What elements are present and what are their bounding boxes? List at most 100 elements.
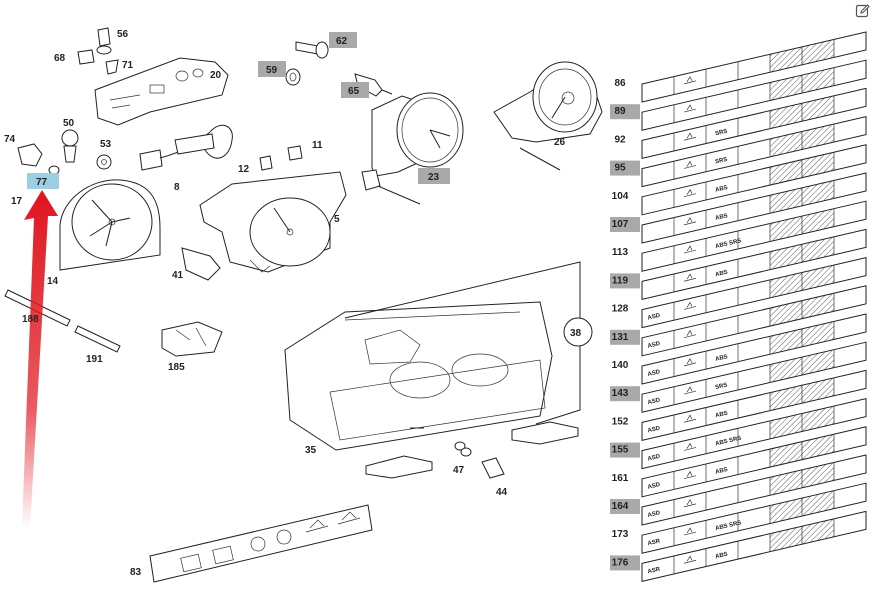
edit-pencil-icon[interactable] <box>855 3 871 19</box>
strip-label: 140 <box>612 360 629 371</box>
callout-83: 83 <box>130 567 142 578</box>
callout-11: 11 <box>312 140 323 151</box>
strip-155: ASD ABS SRS 155 <box>610 397 867 470</box>
strip-label: 131 <box>612 332 629 343</box>
callout-188: 188 <box>22 314 39 325</box>
strip-text-mode: ASD <box>647 454 661 463</box>
callout-74: 74 <box>4 134 16 145</box>
part-71-clip <box>105 59 119 75</box>
strip-label-highlight <box>610 160 640 176</box>
strip-text-system: ABS <box>715 467 729 476</box>
strip-label: 113 <box>612 247 629 258</box>
callout-62: 62 <box>336 36 348 47</box>
part-77-bulb <box>48 165 60 175</box>
callout-77: 77 <box>36 177 48 188</box>
strip-text-mode: ASR <box>647 538 661 547</box>
strip-text-system: SRS <box>715 382 728 391</box>
callout-labels: 56 68 71 20 62 59 65 74 77 17 50 53 8 11… <box>4 29 582 578</box>
callout-65-highlight <box>341 82 369 98</box>
strip-text-system: ABS SRS <box>715 436 742 448</box>
strip-label-highlight <box>610 555 640 571</box>
callout-77-highlight <box>27 173 59 189</box>
strip-113: ABS SRS 113 <box>612 200 867 272</box>
part-74-bulb-holder <box>17 143 43 167</box>
part-11-12-bulbs <box>259 145 303 171</box>
strip-label: 92 <box>614 134 626 145</box>
strip-text-system: ABS <box>715 213 729 222</box>
strip-text-mode: ASD <box>647 369 661 378</box>
callout-20: 20 <box>210 70 222 81</box>
callout-8: 8 <box>174 182 180 193</box>
part-47-bulb <box>454 441 472 457</box>
strip-text-mode: ASR <box>647 567 661 576</box>
strip-text-system: ABS <box>715 185 729 194</box>
strip-107: ABS 107 <box>610 172 867 244</box>
strip-text-system: SRS <box>715 157 728 166</box>
strip-text-mode: ASD <box>647 510 661 519</box>
callout-23: 23 <box>428 172 440 183</box>
strip-text-system: ABS SRS <box>715 520 742 532</box>
strip-label: 173 <box>612 529 629 540</box>
strip-text-system: ABS SRS <box>715 238 742 250</box>
strip-89: 89 <box>610 59 867 131</box>
strip-143: ASD SRS 143 <box>610 341 867 413</box>
strip-text-system: ABS <box>715 270 729 279</box>
part-26-gauge <box>493 61 603 171</box>
strip-131: ASD 131 <box>610 285 867 357</box>
strip-label-highlight <box>610 329 640 345</box>
part-191-rod <box>74 325 121 353</box>
strip-text-mode: ASD <box>647 341 661 350</box>
part-35-brackets <box>365 421 579 479</box>
part-14-gauge <box>59 179 161 271</box>
strip-label: 155 <box>612 445 629 456</box>
strip-text-mode: ASD <box>647 426 661 435</box>
part-38-bracket <box>344 261 593 425</box>
callout-12: 12 <box>238 164 250 175</box>
part-23-clock <box>361 92 464 205</box>
strip-label: 164 <box>612 501 629 512</box>
callout-23-highlight <box>418 168 450 184</box>
callout-41: 41 <box>172 270 184 281</box>
callout-50: 50 <box>63 118 75 129</box>
strip-label-highlight <box>610 273 640 289</box>
part-50-socket <box>61 129 79 163</box>
callout-59-highlight <box>258 61 286 77</box>
part-35-cluster-housing <box>284 301 553 451</box>
part-8-wiring <box>139 124 233 171</box>
part-83-symbol-strip <box>149 504 373 583</box>
callout-26: 26 <box>554 137 566 148</box>
red-pointer-arrow <box>22 190 58 528</box>
strip-text-system: SRS <box>715 129 728 138</box>
strip-label: 89 <box>614 106 626 117</box>
callout-185: 185 <box>168 362 185 373</box>
strip-label: 176 <box>612 557 629 568</box>
strip-text-mode: ASD <box>647 482 661 491</box>
strip-label: 143 <box>612 388 629 399</box>
part-62-screw <box>295 41 329 59</box>
strip-label-highlight <box>610 499 640 514</box>
strip-164: ASD 164 <box>610 454 867 526</box>
strip-label-highlight <box>610 386 640 402</box>
strip-text-system: ABS <box>715 552 729 561</box>
part-56-bulb <box>96 27 112 55</box>
strip-176: ASR ABS 176 <box>610 510 867 583</box>
strip-173: ASR ABS SRS 173 <box>612 482 867 554</box>
strip-label: 152 <box>612 416 629 427</box>
part-59-knob <box>285 68 301 86</box>
callout-14: 14 <box>47 276 59 287</box>
part-53-washer <box>96 154 112 170</box>
strip-label-highlight <box>610 217 640 232</box>
part-185-module <box>161 321 223 357</box>
strip-label: 107 <box>612 219 629 230</box>
strip-86: 86 <box>614 31 867 103</box>
callout-59: 59 <box>266 65 278 76</box>
callout-56: 56 <box>117 29 129 40</box>
callout-53: 53 <box>100 139 112 150</box>
callout-17: 17 <box>11 196 23 207</box>
